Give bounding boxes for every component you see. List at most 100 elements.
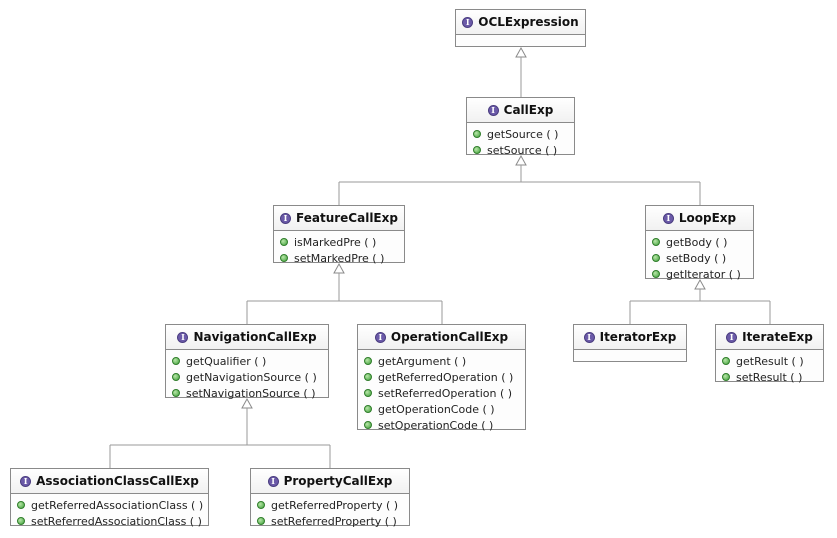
class-name: AssociationClassCallExp <box>36 474 199 488</box>
operations-compartment: getBody ( ) setBody ( ) getIterator ( ) <box>646 231 753 285</box>
interface-icon: I <box>267 475 279 487</box>
interface-icon: I <box>487 104 499 116</box>
class-iterate-exp[interactable]: I IterateExp getResult ( )setResult ( ) <box>715 324 824 384</box>
operation-row[interactable]: getOperationCode ( ) <box>364 401 525 417</box>
public-operation-icon <box>364 373 372 381</box>
operation-row[interactable]: getSource ( ) <box>473 126 574 142</box>
public-operation-icon <box>652 254 660 262</box>
operations-compartment: getQualifier ( )getNavigationSource ( ) s… <box>166 350 328 404</box>
operation-row[interactable]: setOperationCode ( ) <box>364 417 525 433</box>
operation-label: getIterator ( ) <box>666 267 741 281</box>
class-call-exp[interactable]: I CallExp getSource ( ) setSource ( ) <box>466 97 575 157</box>
public-operation-icon <box>280 254 288 262</box>
interface-icon: I <box>20 475 32 487</box>
class-name: CallExp <box>503 103 554 117</box>
public-operation-icon <box>722 373 730 381</box>
operation-label: setReferredAssociationClass ( ) <box>31 514 202 528</box>
interface-icon: I <box>726 331 738 343</box>
public-operation-icon <box>17 517 25 525</box>
class-header: I NavigationCallExp <box>166 325 328 350</box>
class-name: NavigationCallExp <box>193 330 317 344</box>
operation-label: setReferredProperty ( ) <box>271 514 397 528</box>
public-operation-icon <box>257 501 265 509</box>
operation-row[interactable]: getArgument ( ) <box>364 353 525 369</box>
operation-row[interactable]: getReferredOperation ( ) <box>364 369 525 385</box>
class-header: I AssociationClassCallExp <box>11 469 208 494</box>
class-property-call-exp[interactable]: I PropertyCallExp getReferredProperty ( ) s… <box>250 468 410 529</box>
public-operation-icon <box>652 270 660 278</box>
operation-label: getBody ( ) <box>666 235 728 249</box>
operation-row[interactable]: setBody ( ) <box>652 250 753 266</box>
operation-row[interactable]: isMarkedPre ( ) <box>280 234 404 250</box>
class-header: I IterateExp <box>716 325 823 350</box>
class-name: OperationCallExp <box>390 330 509 344</box>
operation-row[interactable]: setNavigationSource ( ) <box>172 385 328 401</box>
interface-icon: I <box>462 16 474 28</box>
operation-label: setReferredOperation ( ) <box>378 386 513 400</box>
public-operation-icon <box>652 238 660 246</box>
operation-label: setBody ( ) <box>666 251 727 265</box>
operation-label: getNavigationSource ( ) <box>186 370 317 384</box>
operation-row[interactable]: getNavigationSource ( ) <box>172 369 328 385</box>
operation-row[interactable]: setResult ( ) <box>722 369 823 385</box>
operations-compartment: isMarkedPre ( )setMarkedPre ( ) <box>274 231 404 269</box>
operations-compartment: getArgument ( )getReferredOperation ( ) s… <box>358 350 525 436</box>
operation-row[interactable]: setReferredProperty ( ) <box>257 513 409 529</box>
public-operation-icon <box>257 517 265 525</box>
operation-row[interactable]: setMarkedPre ( ) <box>280 250 404 266</box>
operation-row[interactable]: setReferredOperation ( ) <box>364 385 525 401</box>
operations-compartment: getReferredAssociationClass ( ) setReferr… <box>11 494 208 532</box>
operation-label: setMarkedPre ( ) <box>294 251 385 265</box>
interface-icon: I <box>583 331 595 343</box>
interface-icon: I <box>280 212 292 224</box>
public-operation-icon <box>364 405 372 413</box>
class-header: I OperationCallExp <box>358 325 525 350</box>
operation-label: getSource ( ) <box>487 127 559 141</box>
class-name: FeatureCallExp <box>296 211 398 225</box>
class-oclexpression[interactable]: I OCLExpression <box>455 9 586 47</box>
operations-compartment <box>456 35 585 49</box>
interface-icon: I <box>374 331 386 343</box>
operation-row[interactable]: setReferredAssociationClass ( ) <box>17 513 208 529</box>
class-operation-call-exp[interactable]: I OperationCallExp getArgument ( )getRefer… <box>357 324 526 432</box>
class-association-class-call-exp[interactable]: I AssociationClassCallExp getReferredAssoc… <box>10 468 209 528</box>
operations-compartment: getResult ( )setResult ( ) <box>716 350 823 388</box>
interface-icon: I <box>662 212 674 224</box>
generalization-arrowhead <box>515 46 527 58</box>
operation-row[interactable]: setSource ( ) <box>473 142 574 158</box>
class-name: OCLExpression <box>478 15 579 29</box>
public-operation-icon <box>364 357 372 365</box>
operation-row[interactable]: getReferredAssociationClass ( ) <box>17 497 208 513</box>
public-operation-icon <box>172 389 180 397</box>
class-navigation-call-exp[interactable]: I NavigationCallExp getQualifier ( )getNav… <box>165 324 329 400</box>
public-operation-icon <box>17 501 25 509</box>
class-name: PropertyCallExp <box>283 474 393 488</box>
operation-label: setSource ( ) <box>487 143 558 157</box>
operation-row[interactable]: getQualifier ( ) <box>172 353 328 369</box>
class-header: I PropertyCallExp <box>251 469 409 494</box>
operations-compartment: getSource ( ) setSource ( ) <box>467 123 574 161</box>
operation-row[interactable]: getBody ( ) <box>652 234 753 250</box>
operation-row[interactable]: getReferredProperty ( ) <box>257 497 409 513</box>
public-operation-icon <box>172 373 180 381</box>
operation-label: getReferredProperty ( ) <box>271 498 399 512</box>
operation-row[interactable]: getResult ( ) <box>722 353 823 369</box>
operation-label: getReferredAssociationClass ( ) <box>31 498 204 512</box>
class-feature-call-exp[interactable]: I FeatureCallExp isMarkedPre ( )setMarkedP… <box>273 205 405 265</box>
public-operation-icon <box>364 389 372 397</box>
operation-label: getReferredOperation ( ) <box>378 370 514 384</box>
operation-label: getResult ( ) <box>736 354 804 368</box>
public-operation-icon <box>722 357 730 365</box>
public-operation-icon <box>172 357 180 365</box>
operation-row[interactable]: getIterator ( ) <box>652 266 753 282</box>
interface-icon: I <box>177 331 189 343</box>
operation-label: setOperationCode ( ) <box>378 418 494 432</box>
operation-label: setNavigationSource ( ) <box>186 386 316 400</box>
class-name: IterateExp <box>742 330 813 344</box>
